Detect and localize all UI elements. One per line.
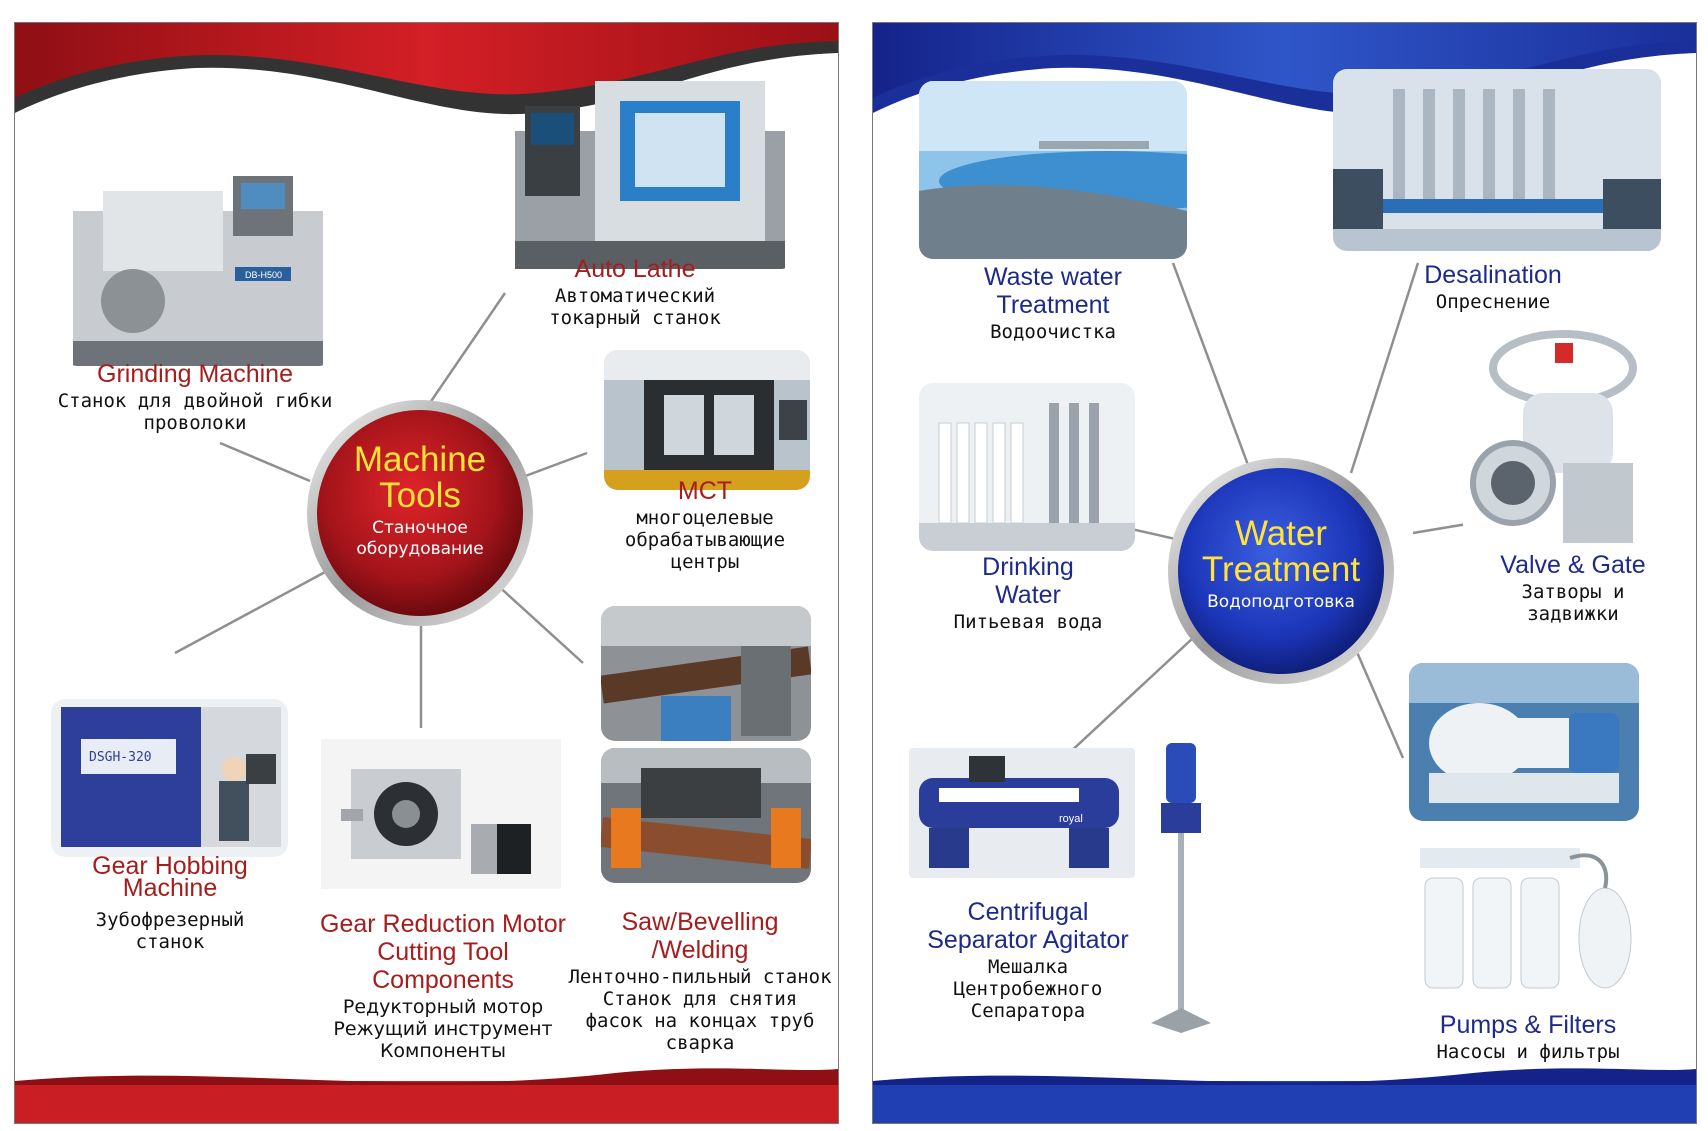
mct-title: MCT (677, 477, 733, 505)
desalination-title: Desalination (1424, 261, 1562, 289)
water-treatment-hub: Water Treatment Водоподготовка (1168, 458, 1394, 684)
saw-bevelling-item: Saw/Bevelling /Welding Ленточно-пильный … (565, 908, 835, 1054)
water-treatment-hub-title: Water Treatment (1201, 514, 1361, 589)
machine-tools-panel: Machine Tools Станочное оборудование Aut… (14, 22, 839, 1124)
saw-bevelling-title: Saw/Bevelling /Welding (621, 908, 779, 964)
grinding-panel-label: DB-H500 (245, 270, 282, 280)
gear-hobbing-screen-label: DSGH-320 (89, 750, 152, 765)
gear-reduction-item: Gear Reduction Motor Cutting Tool Compon… (293, 910, 593, 1062)
centrifugal-separator-image: royal (909, 748, 1135, 878)
machine-tools-hub: Machine Tools Станочное оборудование (307, 400, 533, 626)
gear-reduction-title: Gear Reduction Motor Cutting Tool Compon… (320, 910, 566, 994)
pumps-filters-title: Pumps & Filters (1439, 1011, 1617, 1039)
waste-water-subtitle: Водоочистка (990, 321, 1116, 343)
drinking-water-title: Drinking Water (982, 553, 1074, 609)
desalination-item: Desalination Опреснение (1373, 261, 1613, 313)
auto-lathe-subtitle: Автоматический токарный станок (549, 285, 721, 329)
saw-image-top (601, 606, 811, 741)
centrifugal-separator-title: Centrifugal Separator Agitator (927, 898, 1129, 954)
valve-gate-item: Valve & Gate Затворы и задвижки (1453, 551, 1693, 625)
pumps-filters-item: Pumps & Filters Насосы и фильтры (1383, 1011, 1673, 1063)
drinking-water-item: Drinking Water Питьевая вода (908, 553, 1148, 633)
drinking-water-subtitle: Питьевая вода (953, 611, 1103, 633)
machine-tools-hub-subtitle: Станочное оборудование (356, 518, 484, 559)
waste-water-item: Waste water Treatment Водоочистка (933, 263, 1173, 343)
waste-water-image (919, 81, 1187, 259)
desalination-image (1333, 69, 1661, 251)
water-treatment-panel: Water Treatment Водоподготовка Waste wat… (872, 22, 1697, 1124)
saw-image-bottom (601, 748, 811, 883)
machine-tools-hub-title: Machine Tools (353, 440, 487, 515)
pumps-image (1409, 663, 1639, 821)
waste-water-title: Waste water Treatment (983, 263, 1122, 319)
centrifugal-separator-item: Centrifugal Separator Agitator Мешалка Ц… (903, 898, 1153, 1022)
separator-brand-label: royal (1059, 813, 1083, 825)
agitator-image (1141, 743, 1221, 1043)
gear-reduction-subtitle: Редукторный мотор Режущий инструмент Ком… (333, 996, 553, 1062)
grinding-machine-subtitle: Станок для двойной гибки проволоки (57, 390, 333, 434)
gear-hobbing-title: Gear Hobbing Machine (92, 852, 248, 902)
saw-bevelling-subtitle: Ленточно-пильный станок Станок для сняти… (568, 966, 832, 1054)
drinking-water-image (919, 383, 1135, 551)
valve-gate-subtitle: Затворы и задвижки (1521, 581, 1625, 625)
water-treatment-hub-subtitle: Водоподготовка (1207, 592, 1355, 612)
gear-hobbing-image: DSGH-320 (51, 699, 288, 857)
mct-image (604, 350, 810, 490)
gear-hobbing-subtitle: Зубофрезерный станок (95, 909, 245, 953)
pumps-filters-subtitle: Насосы и фильтры (1436, 1041, 1620, 1063)
mct-item: MCT многоцелевые обрабатывающие центры (600, 477, 810, 573)
valve-gate-title: Valve & Gate (1500, 551, 1646, 579)
grinding-machine-image: DB-H500 (63, 171, 333, 366)
auto-lathe-item: Auto Lathe Автоматический токарный стано… (505, 255, 765, 329)
filters-image (1410, 838, 1635, 1003)
mct-subtitle: многоцелевые обрабатывающие центры (624, 507, 786, 573)
auto-lathe-image (495, 51, 795, 269)
grinding-machine-title: Grinding Machine (97, 360, 293, 388)
grinding-machine-item: Grinding Machine Станок для двойной гибк… (45, 360, 345, 434)
auto-lathe-title: Auto Lathe (574, 255, 696, 283)
gear-hobbing-item: Gear Hobbing Machine Зубофрезерный стано… (45, 852, 295, 954)
gear-reduction-motor-image (321, 739, 561, 889)
centrifugal-separator-subtitle: Мешалка Центробежного Сепаратора (953, 956, 1103, 1022)
desalination-subtitle: Опреснение (1435, 291, 1551, 313)
valve-gate-image (1463, 323, 1663, 553)
